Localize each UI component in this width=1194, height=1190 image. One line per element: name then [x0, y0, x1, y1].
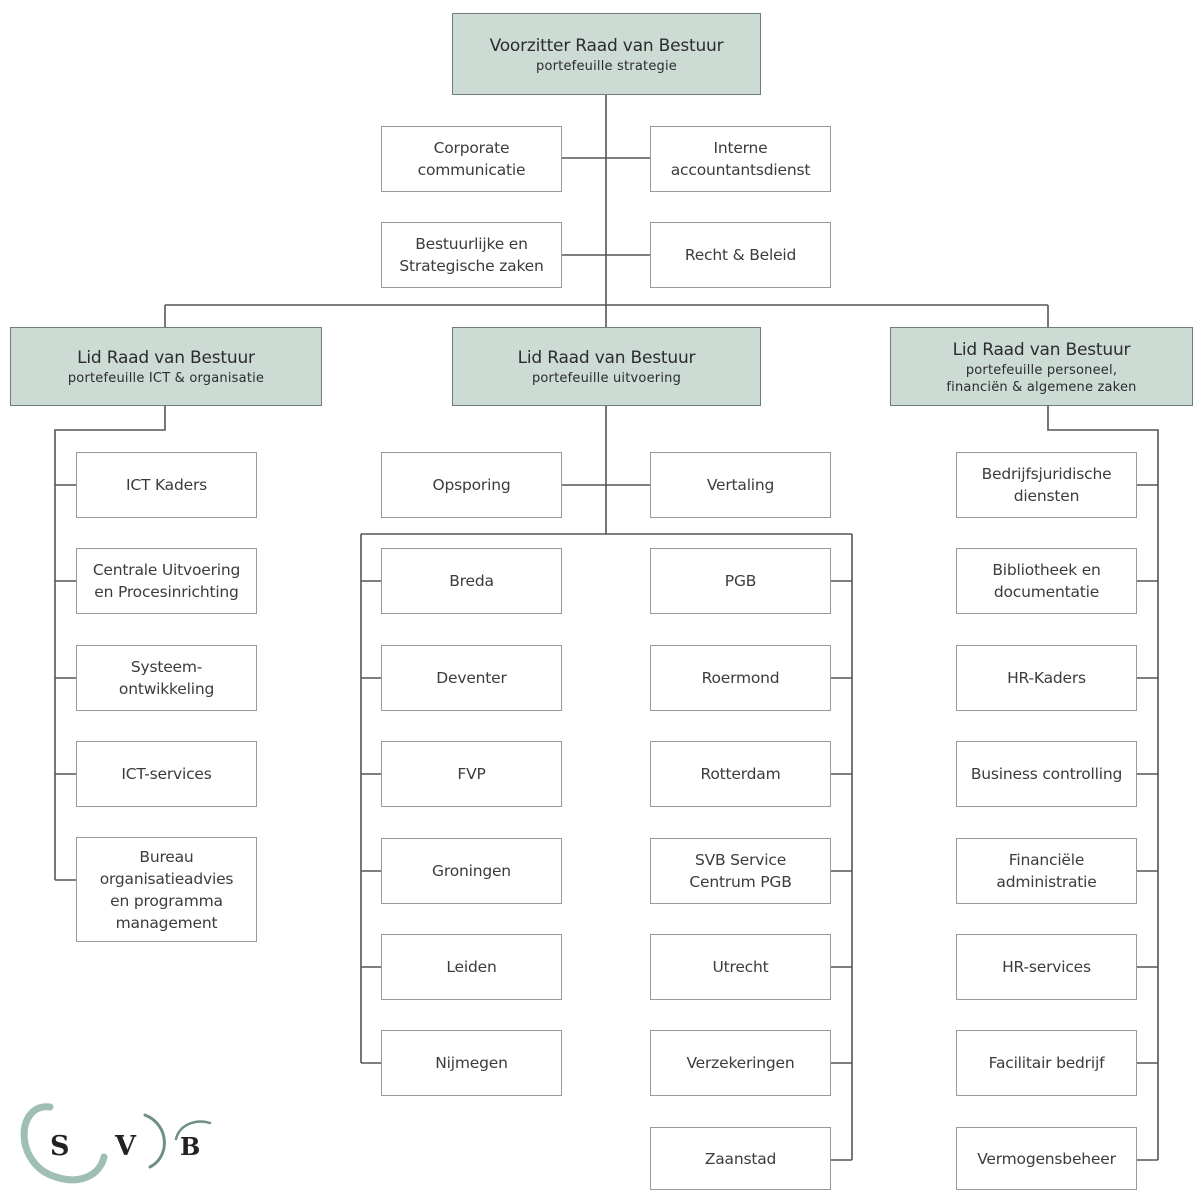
- ict-unit-box: ICT-services: [76, 741, 257, 807]
- logo-letter-b: B: [180, 1132, 200, 1161]
- pfa-unit-box: Facilitair bedrijf: [956, 1030, 1137, 1096]
- pfa-unit-label: Vermogensbeheer: [977, 1149, 1116, 1168]
- chair-title: Voorzitter Raad van Bestuur: [489, 35, 724, 56]
- staff-recht-label: Recht & Beleid: [684, 246, 797, 264]
- member-pfa-box: Lid Raad van Bestuur portefeuille person…: [890, 327, 1193, 406]
- ict-unit-box: ICT Kaders: [76, 452, 257, 518]
- pfa-unit-label: Financiële administratie: [996, 851, 1097, 891]
- pfa-unit-box: HR-services: [956, 934, 1137, 1000]
- uitvoering-opsporing-label: Opsporing: [432, 476, 511, 494]
- pfa-unit-box: Business controlling: [956, 741, 1137, 807]
- office-label: SVB Service Centrum PGB: [689, 851, 792, 891]
- office-label: PGB: [724, 572, 757, 590]
- office-box: Leiden: [381, 934, 562, 1000]
- office-box: Verzekeringen: [650, 1030, 831, 1096]
- member-ict-title: Lid Raad van Bestuur: [77, 348, 255, 368]
- member-uitvoering-title: Lid Raad van Bestuur: [517, 348, 696, 368]
- member-pfa-subtitle: portefeuille personeel, financiën & alge…: [946, 362, 1137, 395]
- ict-unit-label: ICT-services: [121, 765, 212, 783]
- staff-bestuurlijk-box: Bestuurlijke en Strategische zaken: [381, 222, 562, 288]
- pfa-unit-box: Vermogensbeheer: [956, 1127, 1137, 1190]
- staff-intern-box: Interne accountantsdienst: [650, 126, 831, 192]
- pfa-unit-label: Facilitair bedrijf: [988, 1054, 1105, 1072]
- office-box: Nijmegen: [381, 1030, 562, 1096]
- uitvoering-opsporing-box: Opsporing: [381, 452, 562, 518]
- member-uitvoering-box: Lid Raad van Bestuur portefeuille uitvoe…: [452, 327, 761, 406]
- staff-bestuurlijk-label: Bestuurlijke en Strategische zaken: [399, 235, 544, 275]
- pfa-unit-box: Bedrijfsjuridische diensten: [956, 452, 1137, 518]
- chair-box: Voorzitter Raad van Bestuur portefeuille…: [452, 13, 761, 95]
- office-label: Nijmegen: [435, 1054, 508, 1072]
- logo-letter-s: S: [50, 1131, 70, 1162]
- member-uitvoering-subtitle: portefeuille uitvoering: [531, 371, 682, 386]
- pfa-unit-box: HR-Kaders: [956, 645, 1137, 711]
- ict-unit-box: Centrale Uitvoering en Procesinrichting: [76, 548, 257, 614]
- chair-subtitle: portefeuille strategie: [536, 58, 677, 74]
- uitvoering-vertaling-label: Vertaling: [706, 476, 775, 494]
- office-label: Rotterdam: [700, 765, 781, 783]
- pfa-unit-label: Bibliotheek en documentatie: [992, 561, 1101, 601]
- pfa-unit-box: Bibliotheek en documentatie: [956, 548, 1137, 614]
- pfa-unit-label: Bedrijfsjuridische diensten: [981, 465, 1112, 505]
- office-label: Verzekeringen: [686, 1054, 795, 1072]
- office-box: Groningen: [381, 838, 562, 904]
- ict-unit-box: Systeem- ontwikkeling: [76, 645, 257, 711]
- office-label: Leiden: [446, 958, 497, 976]
- ict-unit-label: Centrale Uitvoering en Procesinrichting: [92, 561, 241, 601]
- pfa-unit-label: Business controlling: [970, 765, 1123, 783]
- office-box: FVP: [381, 741, 562, 807]
- pfa-unit-label: HR-services: [1002, 958, 1091, 976]
- office-box: Rotterdam: [650, 741, 831, 807]
- logo-letter-v: V: [114, 1131, 137, 1162]
- ict-unit-label: Bureau organisatieadvies en programma ma…: [99, 847, 234, 932]
- office-box: Breda: [381, 548, 562, 614]
- ict-unit-label: Systeem- ontwikkeling: [118, 658, 215, 698]
- staff-corporate-label: Corporate communicatie: [417, 139, 526, 179]
- member-ict-box: Lid Raad van Bestuur portefeuille ICT & …: [10, 327, 322, 406]
- office-box: SVB Service Centrum PGB: [650, 838, 831, 904]
- office-label: Deventer: [436, 669, 507, 687]
- office-box: Zaanstad: [650, 1127, 831, 1190]
- svb-logo: S V B: [20, 1103, 212, 1184]
- pfa-unit-box: Financiële administratie: [956, 838, 1137, 904]
- pfa-unit-label: HR-Kaders: [1007, 669, 1086, 687]
- office-label: Utrecht: [712, 958, 769, 976]
- staff-corporate-box: Corporate communicatie: [381, 126, 562, 192]
- member-pfa-title: Lid Raad van Bestuur: [952, 339, 1131, 360]
- office-box: Utrecht: [650, 934, 831, 1000]
- uitvoering-vertaling-box: Vertaling: [650, 452, 831, 518]
- office-box: Roermond: [650, 645, 831, 711]
- office-label: Breda: [449, 572, 494, 590]
- staff-intern-label: Interne accountantsdienst: [670, 139, 811, 179]
- office-label: Roermond: [701, 669, 780, 687]
- staff-recht-box: Recht & Beleid: [650, 222, 831, 288]
- ict-unit-box: Bureau organisatieadvies en programma ma…: [76, 837, 257, 942]
- office-box: Deventer: [381, 645, 562, 711]
- member-ict-subtitle: portefeuille ICT & organisatie: [67, 371, 265, 386]
- office-label: Groningen: [432, 862, 511, 880]
- office-label: FVP: [457, 765, 486, 783]
- ict-unit-label: ICT Kaders: [125, 476, 207, 494]
- office-label: Zaanstad: [704, 1149, 777, 1168]
- office-box: PGB: [650, 548, 831, 614]
